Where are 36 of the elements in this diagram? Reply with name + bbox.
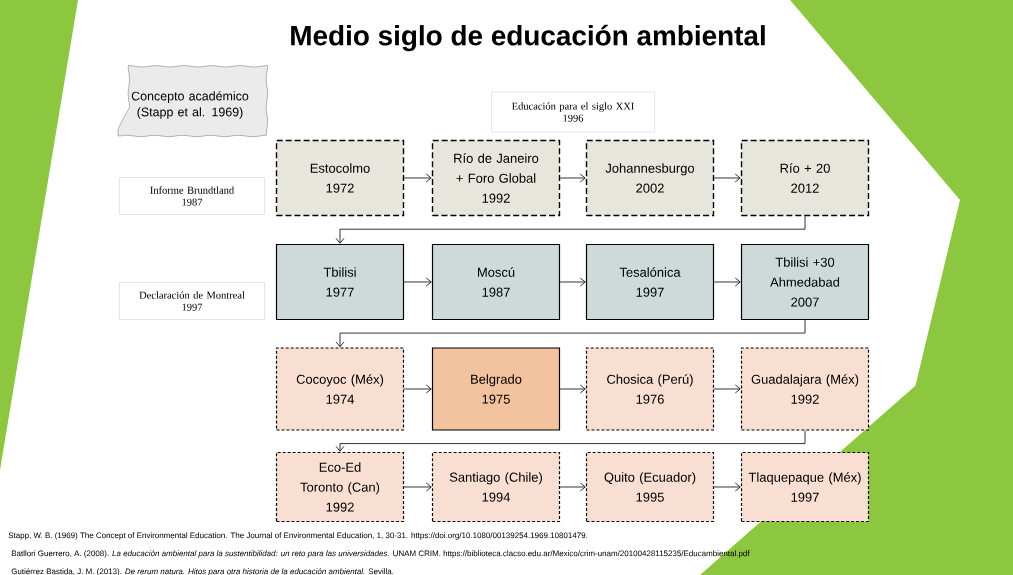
event-box: Moscú 1987 xyxy=(431,243,561,321)
arrow xyxy=(403,277,432,287)
arrow xyxy=(403,384,432,394)
arrow xyxy=(559,277,586,287)
title: Medio siglo de educación ambiental xyxy=(291,24,765,52)
event-box: Tbilisi +30 Ahmedabad 2007 xyxy=(740,243,870,321)
event-box: Tbilisi 1977 xyxy=(275,243,405,321)
event-box: Informe Brundtland 1987 xyxy=(119,177,265,215)
event-box: Quito (Ecuador) 1995 xyxy=(585,451,715,523)
arrow xyxy=(403,173,432,183)
event-box: Belgrado 1975 xyxy=(431,347,561,431)
arrow xyxy=(713,277,741,287)
event-box: Estocolmo 1972 xyxy=(275,139,405,217)
event-box: Cocoyoc (Méx) 1974 xyxy=(275,347,405,431)
arrow xyxy=(713,384,741,394)
event-box: Johannesburgo 2002 xyxy=(585,139,715,217)
arrow xyxy=(335,430,806,452)
arrow xyxy=(335,319,806,348)
arrow xyxy=(713,482,741,492)
event-box: Declaración de Montreal 1997 xyxy=(119,282,265,320)
arrow xyxy=(559,482,586,492)
event-box: Río + 20 2012 xyxy=(740,139,870,217)
arrow xyxy=(559,384,586,394)
event-box: Eco-Ed Toronto (Can) 1992 xyxy=(275,451,405,523)
event-box: Educación para el siglo XXI 1996 xyxy=(491,91,655,133)
event-box: Guadalajara (Méx) 1992 xyxy=(740,347,870,431)
event-box: Tlaquepaque (Méx) 1997 xyxy=(740,451,870,523)
arrow xyxy=(713,173,741,183)
arrow xyxy=(403,482,432,492)
arrow xyxy=(335,215,806,244)
event-box: Chosica (Perú) 1976 xyxy=(585,347,715,431)
note-box: Concepto académico (Stapp et al. 1969) xyxy=(117,65,268,137)
event-box: Tesalónica 1997 xyxy=(585,243,715,321)
event-box: Río de Janeiro + Foro Global 1992 xyxy=(431,139,561,217)
event-box: Santiago (Chile) 1994 xyxy=(431,451,561,523)
arrow xyxy=(559,173,586,183)
